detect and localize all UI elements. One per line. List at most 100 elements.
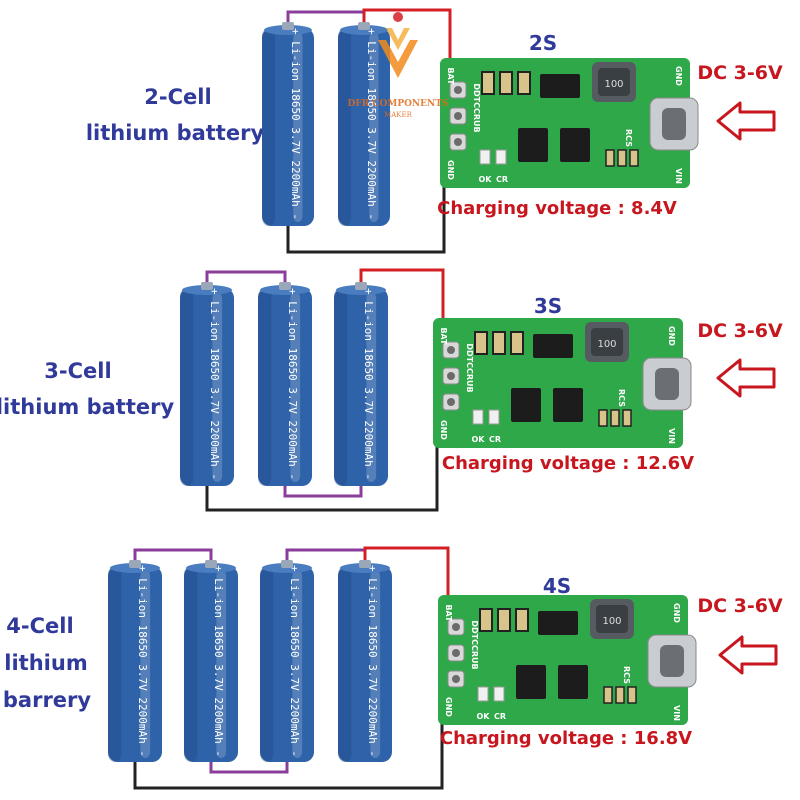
battery-cell bbox=[338, 566, 392, 762]
section-3s: 3-Cell lithium battery + Li-ion 18650 3.… bbox=[0, 268, 783, 512]
led-cr bbox=[495, 149, 507, 165]
watermark-text-1: DFR COMPONENTS bbox=[348, 99, 449, 109]
wires bbox=[205, 268, 451, 512]
smd-component bbox=[627, 686, 637, 704]
battery-cell bbox=[184, 566, 238, 762]
ic-chip bbox=[516, 665, 546, 699]
capacitor bbox=[479, 608, 493, 632]
smd-component bbox=[617, 149, 627, 167]
cell-label: + Li-ion 18650 3.7V 2200mAh - bbox=[136, 565, 149, 757]
series-label: 4S bbox=[543, 574, 571, 598]
silk-model: DDTCCRUB bbox=[470, 620, 479, 669]
series-link-wire bbox=[205, 270, 287, 282]
led-cr bbox=[488, 409, 500, 425]
battery-terminal bbox=[201, 282, 213, 290]
input-voltage-label: DC 3-6V bbox=[697, 62, 783, 84]
cell-label: + Li-ion 18650 3.7V 2200mAh - bbox=[365, 28, 378, 220]
inductor-marking: 100 bbox=[604, 79, 623, 90]
cell-label: + Li-ion 18650 3.7V 2200mAh - bbox=[286, 288, 299, 480]
battery-cell bbox=[334, 288, 388, 486]
silk-cr: CR bbox=[489, 435, 501, 444]
section-label-line-3: barrery bbox=[3, 688, 92, 712]
silk-gnd: GND bbox=[444, 697, 453, 717]
battery-terminal bbox=[279, 282, 291, 290]
negative-wire bbox=[205, 400, 451, 512]
silk-ok: OK bbox=[472, 435, 486, 444]
smd-component bbox=[605, 149, 615, 167]
silk-ok: OK bbox=[479, 175, 493, 184]
series-link-wire bbox=[283, 486, 363, 498]
silk-gnd: GND bbox=[446, 160, 455, 180]
silk-gnd-right: GND bbox=[674, 66, 683, 86]
battery-pack: + Li-ion 18650 3.7V 2200mAh - + Li-ion 18… bbox=[262, 8, 458, 254]
capacitor bbox=[481, 71, 495, 95]
series-label: 3S bbox=[534, 294, 562, 318]
battery-terminal bbox=[355, 282, 367, 290]
cell-label: + Li-ion 18650 3.7V 2200mAh - bbox=[362, 288, 375, 480]
battery-terminal bbox=[205, 560, 217, 568]
section-label-line-2: lithium battery bbox=[0, 395, 174, 419]
battery-terminal bbox=[281, 560, 293, 568]
battery-terminal bbox=[359, 560, 371, 568]
smd-component bbox=[603, 686, 613, 704]
section-label-line-2: lithium battery bbox=[86, 121, 265, 145]
input-voltage-label: DC 3-6V bbox=[697, 595, 783, 617]
ic-chip bbox=[511, 388, 541, 422]
input-arrow-icon bbox=[718, 635, 778, 675]
capacitor bbox=[510, 331, 524, 355]
silk-gnd: GND bbox=[439, 420, 448, 440]
silk-ok: OK bbox=[477, 712, 491, 721]
smd-component bbox=[598, 409, 608, 427]
smd-component bbox=[610, 409, 620, 427]
battery-terminal bbox=[282, 22, 294, 30]
cell-label: + Li-ion 18650 3.7V 2200mAh - bbox=[289, 28, 302, 220]
series-link-wire bbox=[286, 10, 366, 22]
silk-gnd-right: GND bbox=[667, 326, 676, 346]
watermark-logo: DFR COMPONENTS MAKER bbox=[348, 12, 449, 119]
section-label-line-1: 2-Cell bbox=[144, 85, 211, 109]
capacitor bbox=[515, 608, 529, 632]
charging-voltage-label: Charging voltage : 12.6V bbox=[442, 453, 694, 474]
capacitor bbox=[474, 331, 488, 355]
silk-model: DDTCCRUB bbox=[465, 343, 474, 392]
battery-cell bbox=[258, 288, 312, 486]
diode bbox=[538, 611, 578, 635]
battery-pack: + Li-ion 18650 3.7V 2200mAh - + Li-ion 18… bbox=[108, 546, 456, 790]
battery-cell bbox=[180, 288, 234, 486]
watermark-text-2: MAKER bbox=[384, 111, 413, 119]
input-voltage-label: DC 3-6V bbox=[697, 320, 783, 342]
section-4s: 4-Cell lithium barrery + Li-ion 18650 3.… bbox=[3, 546, 783, 790]
section-2s: 2-Cell lithium battery + Li-ion 18650 3.… bbox=[86, 8, 783, 254]
series-link-wire bbox=[285, 548, 367, 560]
ic-chip bbox=[518, 128, 548, 162]
series-label: 2S bbox=[529, 31, 557, 55]
battery-terminal bbox=[358, 22, 370, 30]
silk-bat: BAT bbox=[444, 604, 453, 622]
silk-gnd-right: GND bbox=[672, 603, 681, 623]
cell-label: + Li-ion 18650 3.7V 2200mAh - bbox=[212, 565, 225, 757]
ic-chip bbox=[553, 388, 583, 422]
charging-voltage-label: Charging voltage : 8.4V bbox=[437, 198, 677, 219]
capacitor bbox=[499, 71, 513, 95]
silk-cr: CR bbox=[496, 175, 508, 184]
silk-bat: BAT bbox=[439, 327, 448, 345]
capacitor bbox=[497, 608, 511, 632]
silk-vin: VIN bbox=[672, 705, 681, 721]
silk-model: DDTCCRUB bbox=[472, 83, 481, 132]
cell-label: + Li-ion 18650 3.7V 2200mAh - bbox=[288, 565, 301, 757]
input-arrow-icon bbox=[716, 358, 776, 398]
battery-terminal bbox=[129, 560, 141, 568]
capacitor bbox=[517, 71, 531, 95]
led-ok bbox=[477, 686, 489, 702]
cell-label: + Li-ion 18650 3.7V 2200mAh - bbox=[208, 288, 221, 480]
smd-component bbox=[622, 409, 632, 427]
battery-cell bbox=[260, 566, 314, 762]
battery-cell bbox=[338, 28, 390, 226]
led-ok bbox=[472, 409, 484, 425]
smd-component bbox=[615, 686, 625, 704]
capacitor bbox=[492, 331, 506, 355]
diode bbox=[540, 74, 580, 98]
